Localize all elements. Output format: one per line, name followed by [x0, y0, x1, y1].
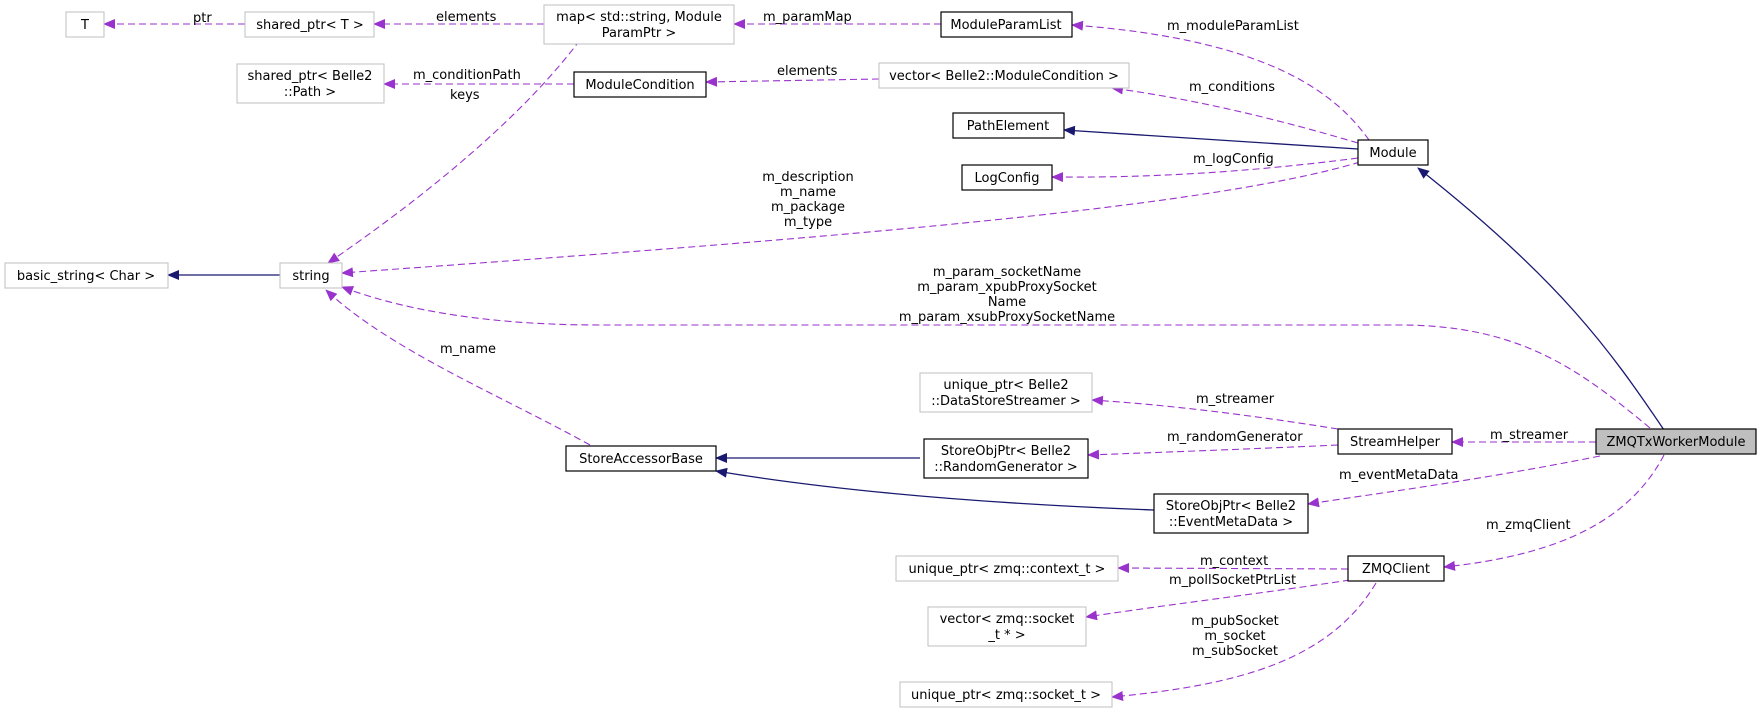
svg-text:::RandomGenerator >: ::RandomGenerator >	[934, 460, 1078, 475]
edge-zmq-string	[341, 286, 1651, 429]
svg-text:LogConfig: LogConfig	[975, 171, 1040, 186]
svg-text:shared_ptr< T >: shared_ptr< T >	[256, 18, 363, 33]
node-zmq-client[interactable]: ZMQClient	[1347, 555, 1445, 582]
svg-text:Module: Module	[1369, 146, 1416, 161]
svg-text:string: string	[292, 269, 329, 284]
node-module-param-list[interactable]: ModuleParamList	[940, 11, 1073, 38]
label-m-conditionpath: m_conditionPath	[413, 68, 521, 83]
svg-text:shared_ptr< Belle2: shared_ptr< Belle2	[248, 69, 373, 84]
label-zmq-string-4: m_param_xsubProxySocketName	[899, 310, 1115, 325]
svg-text:unique_ptr< zmq::socket_t >: unique_ptr< zmq::socket_t >	[911, 688, 1101, 703]
edge-zmq-module	[1417, 167, 1665, 431]
edge-module-paramlist	[1071, 20, 1370, 141]
label-m-streamer-2: m_streamer	[1490, 428, 1569, 443]
edge-module-logconfig	[1051, 157, 1359, 183]
label-ptr: ptr	[193, 11, 212, 26]
label-m-name: m_name	[440, 342, 496, 357]
label-m-streamer-1: m_streamer	[1196, 392, 1275, 407]
edge-zmqclient-socket	[1111, 582, 1377, 701]
node-basic-string[interactable]: basic_string< Char >	[4, 262, 169, 289]
svg-text:unique_ptr< zmq::context_t >: unique_ptr< zmq::context_t >	[909, 562, 1106, 577]
node-log-config[interactable]: LogConfig	[961, 164, 1053, 191]
edge-accessor-string	[325, 289, 591, 446]
label-m-pollsocketptrlist: m_pollSocketPtrList	[1169, 573, 1296, 588]
label-module-string-3: m_package	[771, 200, 845, 215]
node-vector-module-condition[interactable]: vector< Belle2::ModuleCondition >	[878, 62, 1130, 89]
label-m-moduleparamlist: m_moduleParamList	[1167, 19, 1299, 34]
node-zmq-tx-worker-module[interactable]: ZMQTxWorkerModule	[1595, 428, 1757, 455]
svg-text:PathElement: PathElement	[967, 119, 1049, 134]
svg-text:vector< Belle2::ModuleConditio: vector< Belle2::ModuleCondition >	[889, 69, 1119, 84]
svg-text:vector< zmq::socket: vector< zmq::socket	[940, 612, 1075, 627]
node-store-obj-ptr-random-generator[interactable]: StoreObjPtr< Belle2 ::RandomGenerator >	[923, 438, 1089, 479]
label-module-string-2: m_name	[780, 185, 836, 200]
node-stream-helper[interactable]: StreamHelper	[1337, 428, 1453, 455]
node-vector-zmq-socket[interactable]: vector< zmq::socket _t * >	[927, 606, 1087, 647]
label-zmq-string-3: Name	[988, 295, 1026, 310]
edge-zmqclient-context	[1117, 563, 1349, 574]
node-shared-ptr-t[interactable]: shared_ptr< T >	[244, 11, 375, 38]
svg-text:basic_string< Char >: basic_string< Char >	[17, 269, 155, 284]
node-store-accessor-base[interactable]: StoreAccessorBase	[565, 445, 717, 472]
edge-labels: ptr elements m_paramMap m_moduleParamLis…	[193, 10, 1571, 659]
label-m-parammap: m_paramMap	[763, 10, 852, 25]
node-store-obj-ptr-event-meta-data[interactable]: StoreObjPtr< Belle2 ::EventMetaData >	[1153, 493, 1309, 534]
edge-streamhelper-rng	[1087, 444, 1339, 460]
edges	[103, 19, 1665, 701]
label-elements-cond: elements	[777, 64, 838, 79]
label-m-zmqclient: m_zmqClient	[1486, 518, 1571, 533]
svg-text:ZMQClient: ZMQClient	[1362, 562, 1430, 577]
node-map-module-param-ptr[interactable]: map< std::string, Module ParamPtr >	[543, 4, 735, 45]
edge-zmq-zmqclient	[1443, 454, 1665, 571]
label-m-logconfig: m_logConfig	[1193, 152, 1274, 167]
edge-vector-condition	[705, 76, 880, 87]
node-unique-ptr-datastorestreamer[interactable]: unique_ptr< Belle2 ::DataStoreStreamer >	[919, 372, 1093, 413]
label-m-randomgenerator: m_randomGenerator	[1167, 430, 1303, 445]
node-t[interactable]: T	[65, 11, 105, 38]
node-unique-ptr-context[interactable]: unique_ptr< zmq::context_t >	[895, 555, 1119, 582]
svg-text:StoreObjPtr< Belle2: StoreObjPtr< Belle2	[1166, 499, 1296, 514]
label-m-conditions: m_conditions	[1189, 80, 1275, 95]
svg-text:_t * >: _t * >	[987, 628, 1025, 643]
svg-text:StoreObjPtr< Belle2: StoreObjPtr< Belle2	[941, 444, 1071, 459]
edge-module-vector	[1111, 84, 1359, 144]
label-socket-member-3: m_subSocket	[1192, 644, 1278, 659]
svg-text:::Path >: ::Path >	[284, 85, 336, 100]
svg-text:ZMQTxWorkerModule: ZMQTxWorkerModule	[1606, 435, 1745, 450]
edge-module-string	[341, 161, 1361, 278]
label-m-context: m_context	[1200, 554, 1268, 569]
node-module-condition[interactable]: ModuleCondition	[573, 71, 707, 98]
edge-module-pathelement	[1063, 125, 1359, 150]
label-socket-member-1: m_pubSocket	[1191, 614, 1278, 629]
label-m-eventmetadata: m_eventMetaData	[1339, 468, 1459, 483]
nodes: T shared_ptr< T > map< std::string, Modu…	[4, 4, 1757, 708]
svg-text:T: T	[80, 18, 89, 33]
svg-text:ModuleCondition: ModuleCondition	[585, 78, 694, 93]
svg-text:ParamPtr >: ParamPtr >	[602, 26, 677, 41]
svg-text:ModuleParamList: ModuleParamList	[950, 18, 1061, 33]
label-zmq-string-2: m_param_xpubProxySocket	[917, 280, 1096, 295]
label-keys: keys	[450, 88, 480, 103]
label-module-string-4: m_type	[784, 215, 832, 230]
label-elements-map: elements	[436, 10, 497, 25]
svg-text:::DataStoreStreamer >: ::DataStoreStreamer >	[931, 394, 1081, 409]
edge-emd-accessor	[715, 467, 1155, 511]
label-zmq-string-1: m_param_socketName	[933, 265, 1081, 280]
node-path-element[interactable]: PathElement	[952, 112, 1065, 139]
svg-text:::EventMetaData >: ::EventMetaData >	[1169, 515, 1293, 530]
node-shared-ptr-path[interactable]: shared_ptr< Belle2 ::Path >	[236, 63, 385, 104]
svg-text:StreamHelper: StreamHelper	[1350, 435, 1441, 450]
label-module-string-1: m_description	[762, 170, 853, 185]
label-socket-member-2: m_socket	[1204, 629, 1265, 644]
node-module[interactable]: Module	[1357, 139, 1429, 166]
edge-zmq-emd	[1307, 455, 1601, 508]
svg-text:StoreAccessorBase: StoreAccessorBase	[579, 452, 703, 467]
svg-text:map< std::string, Module: map< std::string, Module	[556, 10, 722, 25]
edge-zmqclient-vector	[1085, 579, 1351, 621]
svg-text:unique_ptr< Belle2: unique_ptr< Belle2	[943, 378, 1068, 393]
node-unique-ptr-socket[interactable]: unique_ptr< zmq::socket_t >	[899, 681, 1113, 708]
node-string[interactable]: string	[279, 262, 343, 289]
